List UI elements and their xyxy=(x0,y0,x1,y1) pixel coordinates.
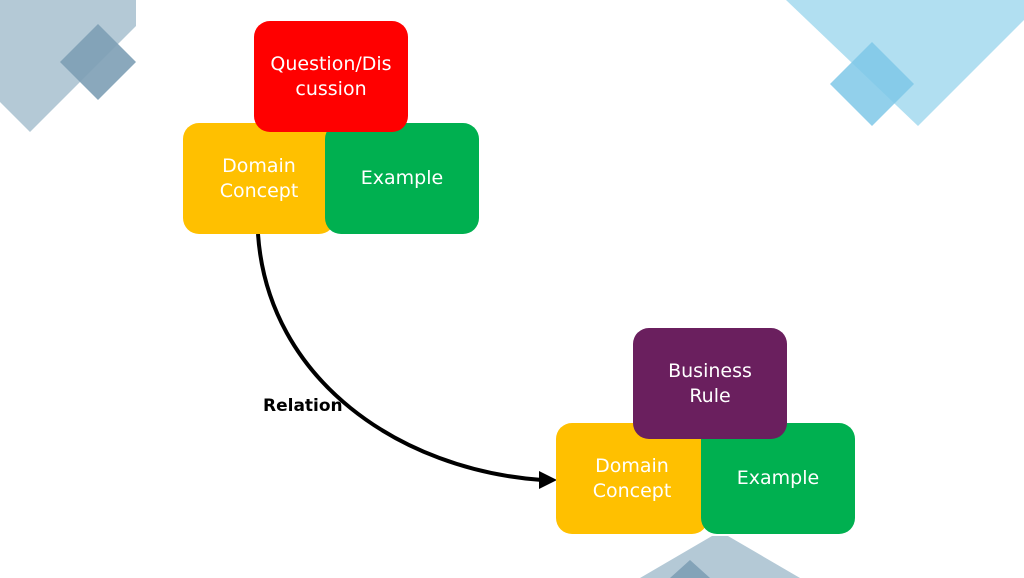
example-card-bottom: Example xyxy=(701,423,855,534)
domain-concept-label-top: Domain Concept xyxy=(219,154,299,202)
example-card-top: Example xyxy=(325,123,479,234)
relation-label: Relation xyxy=(263,396,343,416)
business-rule-card: Business Rule xyxy=(633,328,787,439)
question-discussion-label: Question/Discussion xyxy=(270,52,392,100)
domain-concept-label-bottom: Domain Concept xyxy=(592,454,672,502)
relation-arrowhead xyxy=(539,471,557,489)
deco-diamond-top-right-inner xyxy=(830,42,914,126)
deco-diamond-bottom xyxy=(640,536,800,578)
question-discussion-card: Question/Discussion xyxy=(254,21,408,132)
deco-diamond-bottom-inner xyxy=(670,560,710,578)
domain-concept-card-top: Domain Concept xyxy=(183,123,335,234)
domain-concept-card-bottom: Domain Concept xyxy=(556,423,708,534)
deco-diamond-top-left-inner xyxy=(60,24,136,100)
example-label-top: Example xyxy=(360,167,444,189)
deco-diamond-top-right xyxy=(786,0,1024,126)
example-label-bottom: Example xyxy=(736,467,820,489)
business-rule-label: Business Rule xyxy=(668,359,752,407)
relation-arrow-line xyxy=(256,233,543,482)
